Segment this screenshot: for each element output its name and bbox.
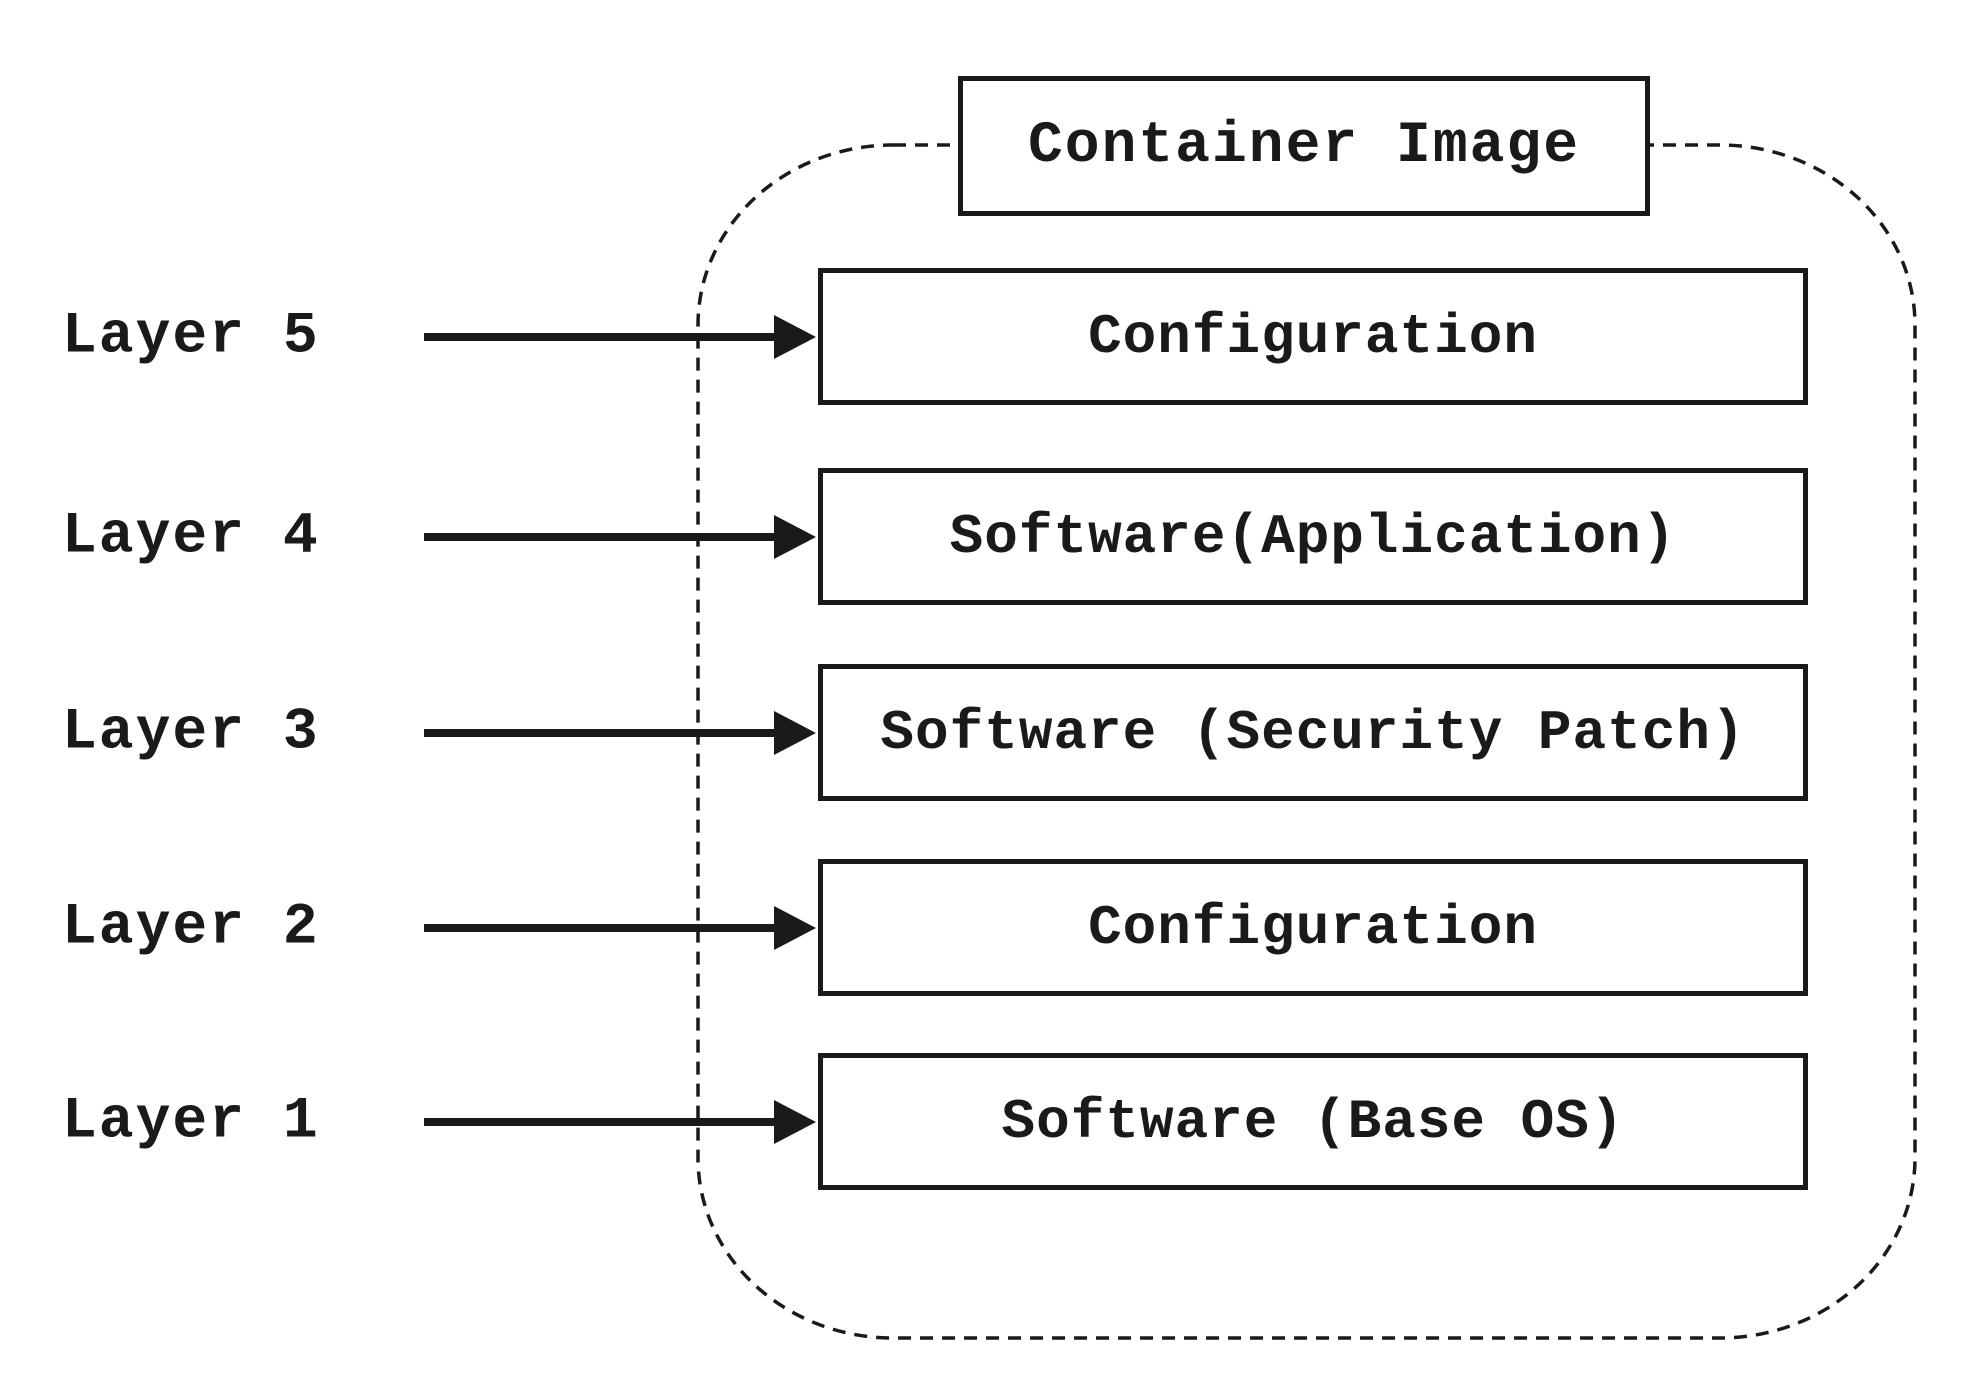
- layer-2-label: Layer 2: [62, 895, 320, 960]
- layer-4-box: Software(Application): [818, 468, 1808, 605]
- layer-5-box-label: Configuration: [1088, 304, 1538, 369]
- layer-3-box-label: Software (Security Patch): [880, 700, 1746, 765]
- arrow-head: [774, 905, 816, 950]
- container-image-title-box: Container Image: [958, 76, 1650, 216]
- layer-row-3: Layer 3 Software (Security Patch): [0, 664, 1975, 801]
- arrow-right-icon: [424, 905, 816, 950]
- layer-1-label: Layer 1: [62, 1089, 320, 1154]
- layer-2-box: Configuration: [818, 859, 1808, 996]
- arrow-head: [774, 1099, 816, 1144]
- arrow-shaft: [424, 1117, 784, 1126]
- layer-row-2: Layer 2 Configuration: [0, 859, 1975, 996]
- layer-4-box-label: Software(Application): [949, 504, 1677, 569]
- layer-2-box-label: Configuration: [1088, 895, 1538, 960]
- layer-1-box: Software (Base OS): [818, 1053, 1808, 1190]
- arrow-shaft: [424, 532, 784, 541]
- arrow-right-icon: [424, 314, 816, 359]
- layer-5-box: Configuration: [818, 268, 1808, 405]
- layer-row-1: Layer 1 Software (Base OS): [0, 1053, 1975, 1190]
- arrow-head: [774, 514, 816, 559]
- layer-3-box: Software (Security Patch): [818, 664, 1808, 801]
- layer-row-4: Layer 4 Software(Application): [0, 468, 1975, 605]
- arrow-right-icon: [424, 1099, 816, 1144]
- layer-5-label: Layer 5: [62, 304, 320, 369]
- arrow-head: [774, 314, 816, 359]
- layer-1-box-label: Software (Base OS): [1001, 1089, 1625, 1154]
- arrow-shaft: [424, 728, 784, 737]
- container-image-title: Container Image: [1027, 113, 1581, 179]
- arrow-head: [774, 710, 816, 755]
- layer-row-5: Layer 5 Configuration: [0, 268, 1975, 405]
- arrow-shaft: [424, 332, 784, 341]
- layer-3-label: Layer 3: [62, 700, 320, 765]
- arrow-right-icon: [424, 514, 816, 559]
- arrow-right-icon: [424, 710, 816, 755]
- arrow-shaft: [424, 923, 784, 932]
- layer-4-label: Layer 4: [62, 504, 320, 569]
